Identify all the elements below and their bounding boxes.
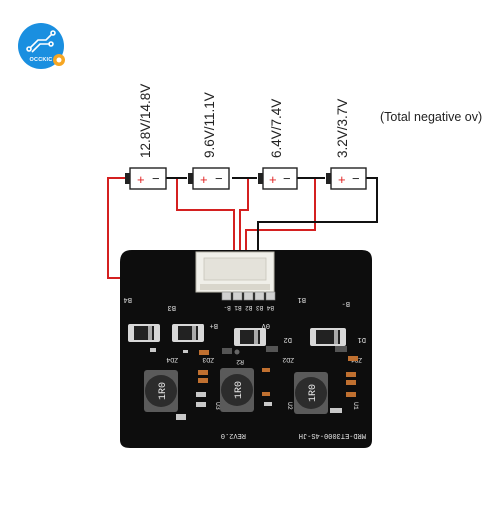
cell-3-minus: − [283,171,291,186]
silk-d1: D1 [358,335,366,343]
cell-1-minus: − [152,171,160,186]
inductor-2: 1R0 [220,368,254,412]
header-silk-label: B4 B3 B2 B1 B- [224,304,274,311]
silk-zd4: ZD4 [166,356,178,363]
silk-u3: U3 [214,402,221,410]
battery-cell-1: + − [125,167,167,190]
silk-bplus: B+ [210,321,218,329]
total-negative-note: (Total negative ov) [380,110,483,124]
cell-3-voltage-label: 6.4V/7.4V [269,98,284,158]
cell-4-plus: + [338,172,346,187]
brand-logo [18,23,65,69]
jst-connector [195,251,275,293]
black-wires [164,177,378,278]
cell-2-voltage-label: 9.6V/11.1V [202,92,217,158]
header-pads [221,291,276,301]
pad-b1 [254,291,265,301]
circuit-icon [26,30,56,53]
silk-rev: REV2.0 [221,431,246,439]
cell-4-minus: − [352,171,360,186]
inductor-3-label: 1R0 [158,382,169,400]
silk-d2: D2 [284,335,292,343]
pad-b4 [221,291,232,301]
cell-4-voltage-label: 3.2V/3.7V [335,98,350,158]
inductor-2-label: 1R0 [234,381,245,399]
pad-b3 [232,291,243,301]
battery-cell-3: + − [258,167,298,190]
silk-u1: U1 [352,402,359,410]
battery-cell-2: + − [188,167,230,190]
cell-2-plus: + [200,172,208,187]
inductor-1-label: 1R0 [308,384,319,402]
silk-model: MRD-ET3000-4S-JH [299,431,366,439]
battery-cell-4: + − [326,167,367,190]
pcb-board: B4 B3 B2 B1 B- B4 B3 B1 B- B+ 0V D4 D3 D… [120,250,372,448]
cell-1-voltage-label: 12.8V/14.8V [138,83,153,158]
silk-b3: B3 [168,303,176,311]
small-components [150,346,358,420]
inductor-3: 1R0 [144,370,178,412]
silk-r2: R2 [236,358,244,365]
silk-0v: 0V [261,321,270,329]
wire-bminus [257,177,378,278]
pad-b2 [243,291,254,301]
cell-3-plus: + [269,172,277,187]
cell-1-plus: + [137,172,145,187]
cell-2-minus: − [215,171,223,186]
silk-zd2: ZD2 [282,356,294,363]
silk-bminus: B- [342,299,350,307]
logo-text: OCCKIC [29,57,53,63]
pad-bminus [265,291,276,301]
inductor-1: 1R0 [294,372,328,414]
diodes [128,324,346,346]
silk-b4: B4 [124,295,132,303]
silk-b1: B1 [298,295,306,303]
silk-u2: U2 [286,402,293,410]
silk-zd3: ZD3 [202,356,214,363]
